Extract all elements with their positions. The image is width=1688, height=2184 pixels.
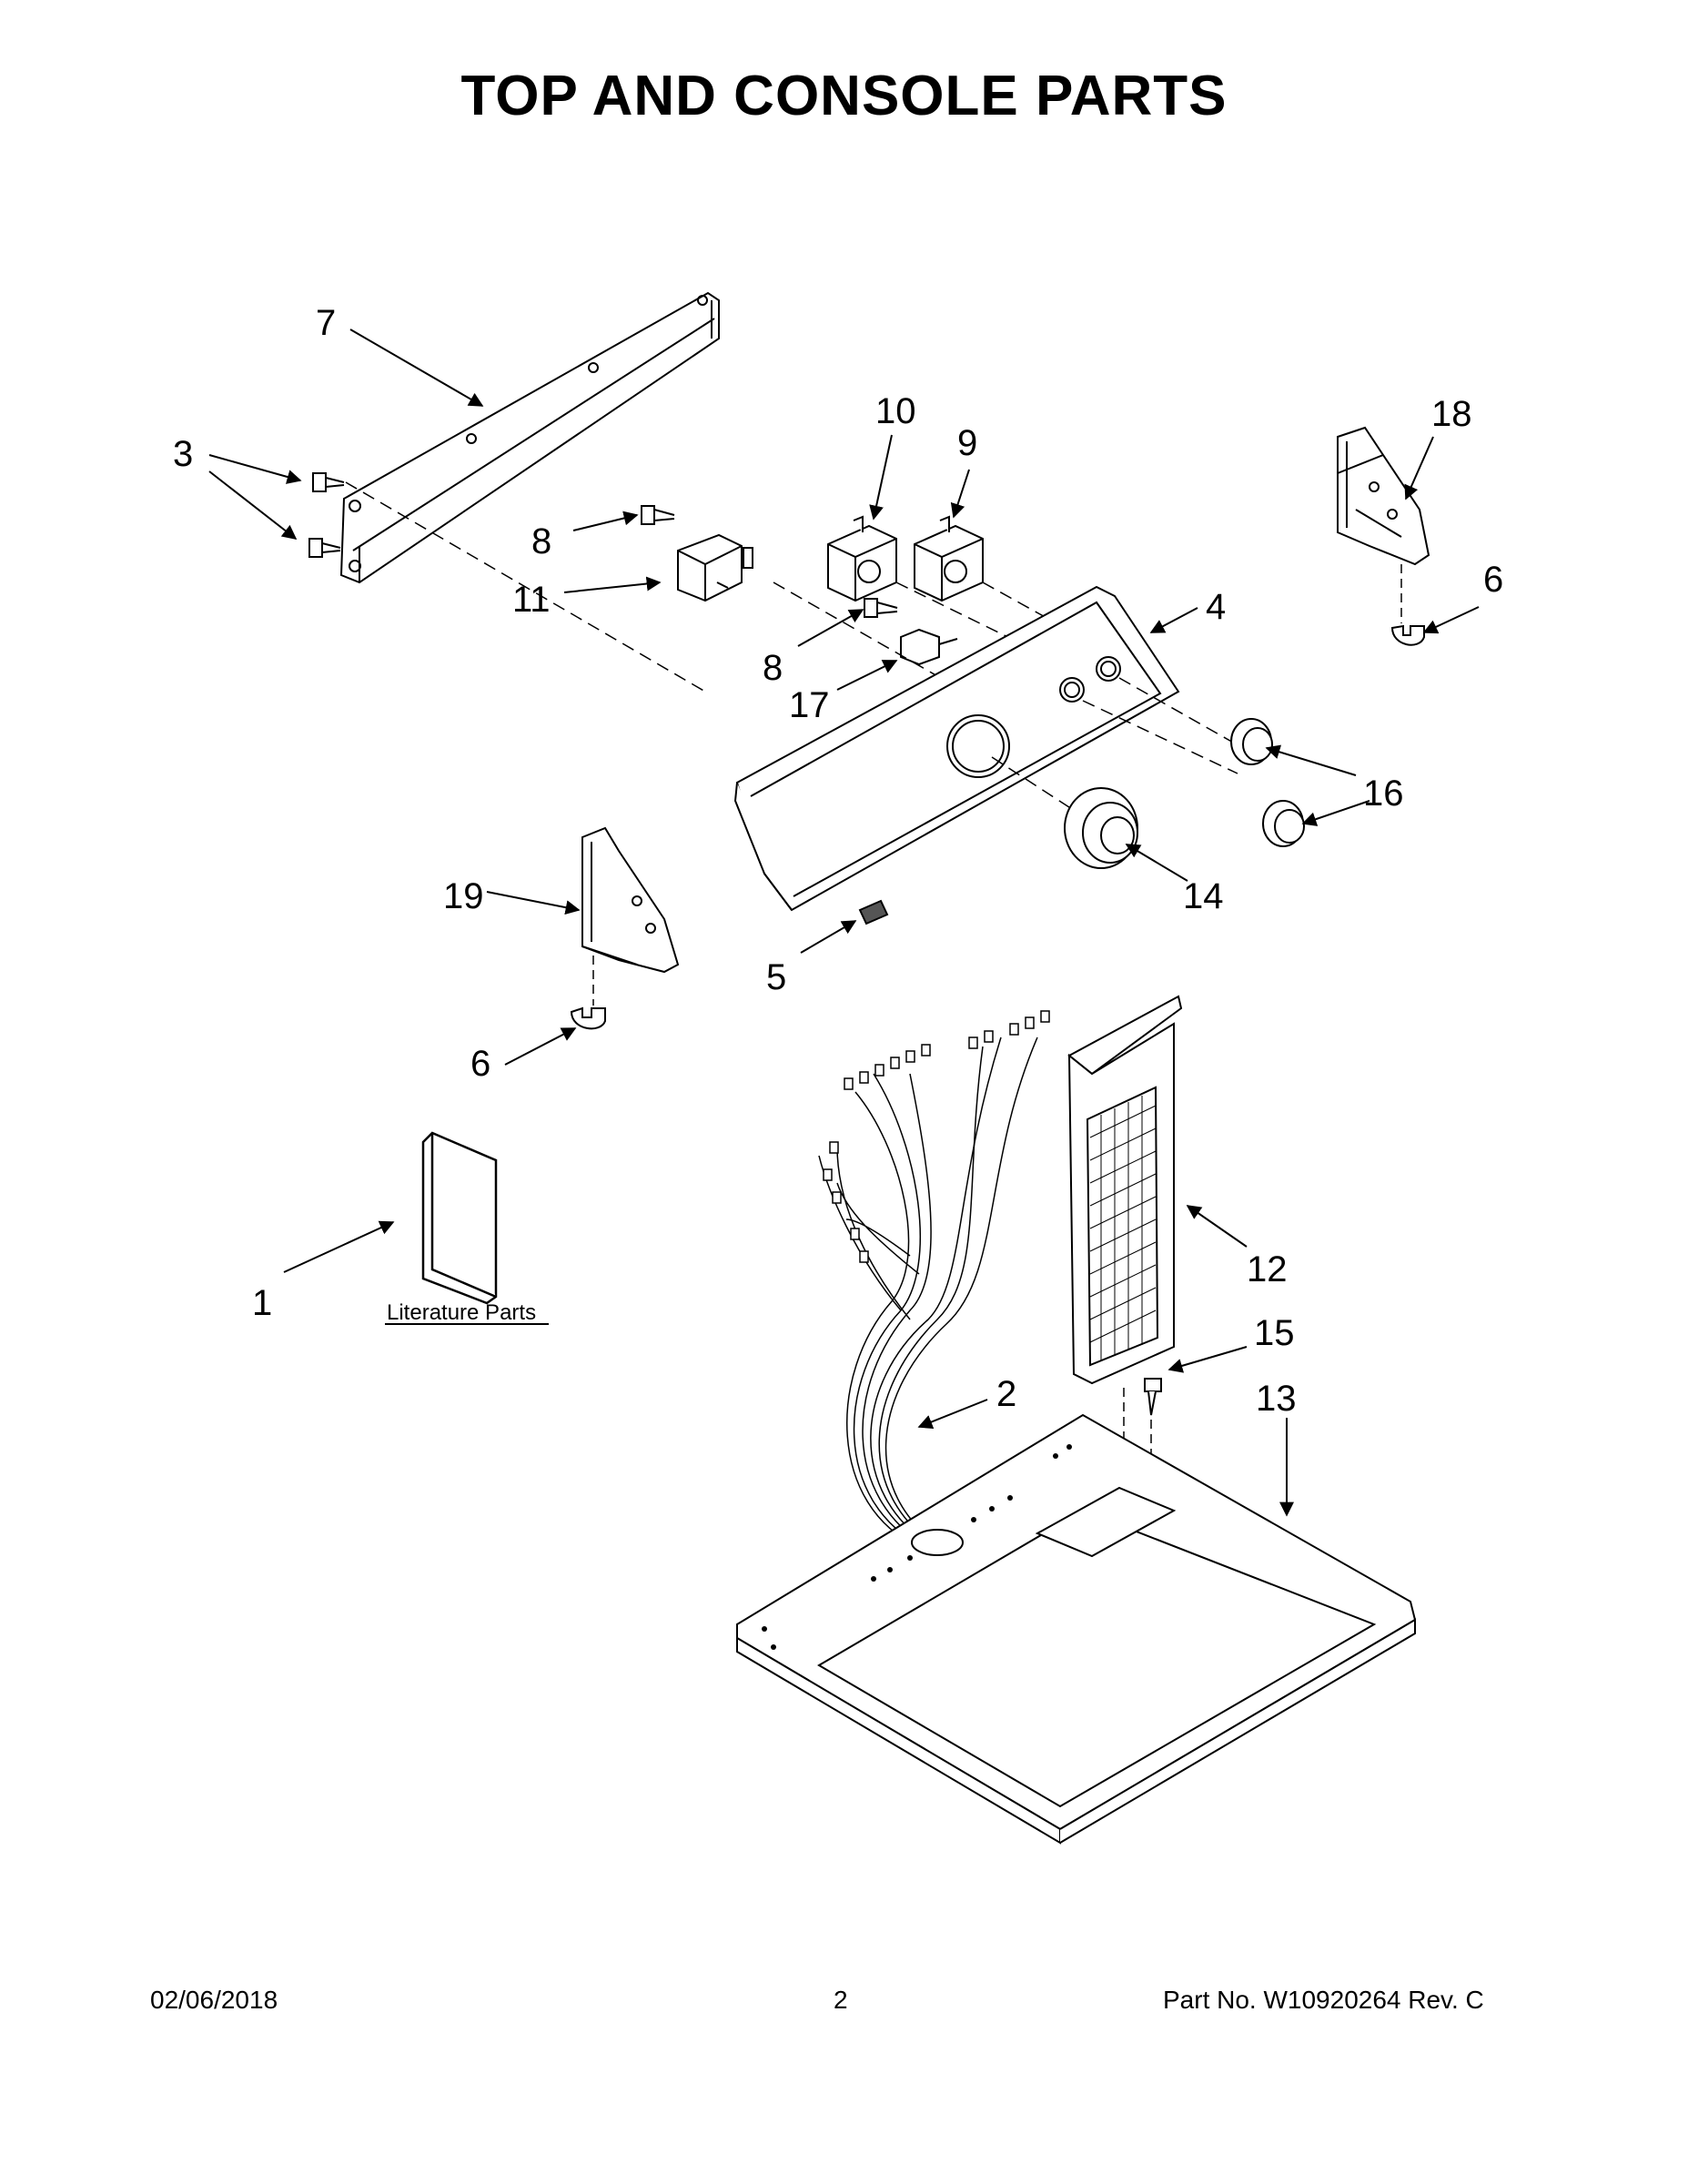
harness-connectors	[823, 1010, 1050, 1263]
part-19-end-cap	[581, 826, 680, 974]
footer-part-number: Part No. W10920264 Rev. C	[1163, 1986, 1484, 2014]
callout-5: 5	[766, 957, 786, 997]
callout-13: 13	[1256, 1379, 1297, 1419]
part-16-knob-a	[1230, 718, 1273, 765]
part-14-knob	[1064, 787, 1138, 869]
callout-19: 19	[443, 876, 484, 916]
part-11-timer	[677, 533, 753, 602]
callout-14: 14	[1183, 876, 1224, 916]
footer-date: 02/06/2018	[150, 1986, 278, 2014]
part-2-wire-harness	[818, 1036, 1038, 1548]
footer-page-number: 2	[834, 1986, 848, 2014]
callout-8-b: 8	[763, 648, 783, 688]
callout-4: 4	[1206, 587, 1226, 627]
part-5-button	[858, 899, 889, 925]
literature-parts-label: Literature Parts	[387, 1300, 536, 1325]
callout-17: 17	[789, 685, 830, 725]
callout-11: 11	[512, 580, 551, 620]
callout-labels: 7 3 8 11 8 17 10 9 4 18 6 16 14 19 5 6 1…	[173, 303, 1503, 1419]
callout-7: 7	[316, 303, 336, 343]
part-15-screw	[1144, 1378, 1162, 1416]
part-17-switch	[900, 628, 958, 666]
callout-18: 18	[1431, 394, 1472, 434]
part-12-lint-screen	[1067, 995, 1183, 1385]
callout-8-a: 8	[531, 521, 551, 561]
part-16-knob-b	[1262, 800, 1305, 847]
leader-lines	[208, 329, 1480, 1517]
callout-15: 15	[1254, 1313, 1295, 1353]
callout-16: 16	[1363, 774, 1404, 814]
part-18-end-cap	[1337, 426, 1430, 566]
part-8-screw-a	[641, 505, 675, 525]
part-10-switch	[827, 515, 897, 602]
callout-9: 9	[957, 423, 977, 463]
callout-6-left: 6	[470, 1044, 490, 1084]
part-13-top-panel	[736, 1413, 1417, 1845]
callout-6-right: 6	[1483, 560, 1503, 600]
part-6-clip-right	[1390, 624, 1425, 646]
page-title: TOP AND CONSOLE PARTS	[460, 65, 1228, 127]
part-8-screw-b	[864, 598, 898, 618]
callout-3: 3	[173, 434, 193, 474]
part-1-literature	[421, 1131, 498, 1305]
callout-10: 10	[875, 391, 916, 431]
part-7-rear-bracket	[339, 291, 720, 584]
part-6-clip-left	[570, 1006, 606, 1030]
callout-1: 1	[252, 1283, 272, 1323]
part-4-console-panel	[733, 585, 1180, 912]
callout-12: 12	[1247, 1249, 1288, 1289]
part-3-screws	[308, 472, 345, 558]
part-9-switch	[914, 515, 984, 602]
callout-2: 2	[996, 1374, 1016, 1414]
